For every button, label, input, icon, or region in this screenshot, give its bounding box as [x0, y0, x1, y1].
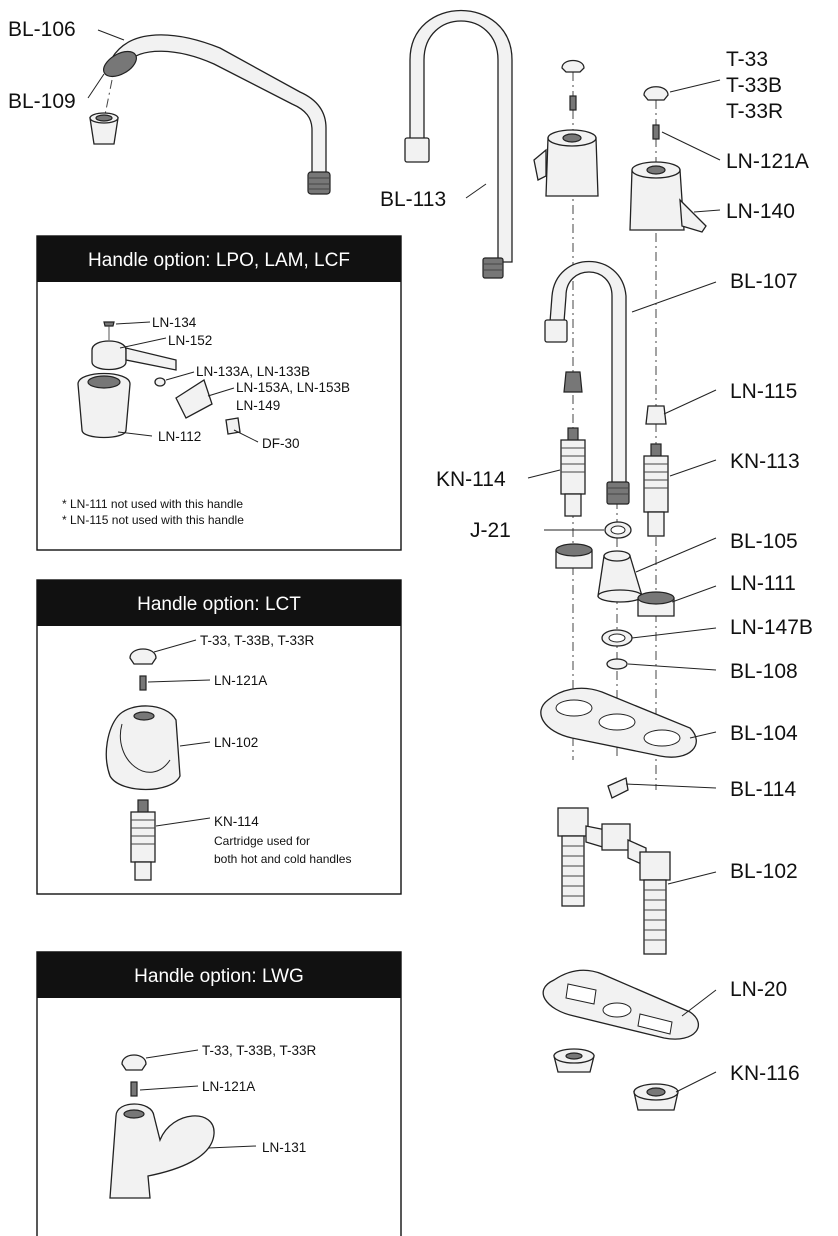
option-title-3: Handle option: LWG: [134, 966, 304, 987]
label-ln115: LN-115: [730, 380, 797, 403]
opt1-label-ln112: LN-112: [158, 429, 201, 444]
label-ln20: LN-20: [730, 978, 787, 1001]
left-locknut: [553, 1048, 595, 1073]
label-ln140: LN-140: [726, 200, 795, 223]
spout-base-bl105: [597, 550, 643, 603]
opt2-label-kn114: KN-114: [214, 814, 259, 829]
option-box-lwg: Handle option: LWG T-33, T-33B, T-33R LN…: [36, 951, 402, 1236]
locknut-kn116: [633, 1083, 679, 1111]
opt3-label-t33: T-33, T-33B, T-33R: [202, 1043, 317, 1058]
cartridge-kn114: [560, 427, 586, 517]
opt2-label-ln121a: LN-121A: [214, 673, 267, 688]
opt1-label-ln134: LN-134: [152, 315, 197, 330]
option-box-lpo-lam-lcf: Handle option: LPO, LAM, LCF LN-134 LN-1…: [36, 235, 402, 551]
label-bl113: BL-113: [380, 188, 446, 211]
label-kn114: KN-114: [436, 468, 506, 491]
opt1-label-df30: DF-30: [262, 436, 300, 451]
label-t33: T-33: [726, 48, 768, 71]
option-title-2: Handle option: LCT: [137, 594, 301, 615]
label-bl107: BL-107: [730, 270, 798, 293]
opt2-kn114-note2: both hot and cold handles: [214, 852, 351, 866]
label-bl109: BL-109: [8, 90, 76, 113]
label-ln111: LN-111: [730, 572, 796, 595]
label-bl106: BL-106: [8, 18, 76, 41]
opt1-label-ln153a: LN-153A, LN-153B: [236, 380, 350, 395]
left-bonnet-nut: [555, 543, 593, 569]
label-bl108: BL-108: [730, 660, 798, 683]
label-t33r: T-33R: [726, 100, 783, 123]
deck-plate-bl104: [540, 687, 697, 758]
opt1-label-ln149: LN-149: [236, 398, 280, 413]
opt1-note-1: * LN-111 not used with this handle: [62, 497, 243, 511]
label-j21: J-21: [470, 519, 511, 542]
option-box-lct: Handle option: LCT T-33, T-33B, T-33R LN…: [36, 579, 402, 895]
opt1-note-2: * LN-115 not used with this handle: [62, 513, 244, 527]
valve-body-bl102: [557, 807, 671, 955]
opt3-label-ln121a: LN-121A: [202, 1079, 255, 1094]
cartridge-kn113: [643, 443, 669, 537]
label-bl105: BL-105: [730, 530, 798, 553]
gooseneck-bl113: [404, 9, 513, 279]
bonnet-nut-ln111: [637, 591, 675, 617]
opt2-kn114-note1: Cartridge used for: [214, 834, 310, 848]
label-kn116: KN-116: [730, 1062, 800, 1085]
spout-bl106: [103, 34, 331, 195]
aerator-bl109: [89, 79, 119, 145]
option-title-1: Handle option: LPO, LAM, LCF: [88, 250, 350, 271]
right-handle-stack: [629, 86, 707, 233]
label-ln121a: LN-121A: [726, 150, 809, 173]
gasket-ln20: [542, 969, 700, 1040]
label-kn113: KN-113: [730, 450, 800, 473]
opt3-label-ln131: LN-131: [262, 1140, 306, 1155]
opt2-label-t33: T-33, T-33B, T-33R: [200, 633, 315, 648]
label-ln147b: LN-147B: [730, 616, 813, 639]
left-handle-stack: [533, 59, 599, 197]
label-t33b: T-33B: [726, 74, 782, 97]
gooseneck-bl107: [544, 261, 630, 505]
label-bl114: BL-114: [730, 778, 796, 801]
label-bl102: BL-102: [730, 860, 798, 883]
opt1-label-ln152: LN-152: [168, 333, 212, 348]
opt1-label-ln133: LN-133A, LN-133B: [196, 364, 310, 379]
label-bl104: BL-104: [730, 722, 798, 745]
opt2-label-ln102: LN-102: [214, 735, 258, 750]
